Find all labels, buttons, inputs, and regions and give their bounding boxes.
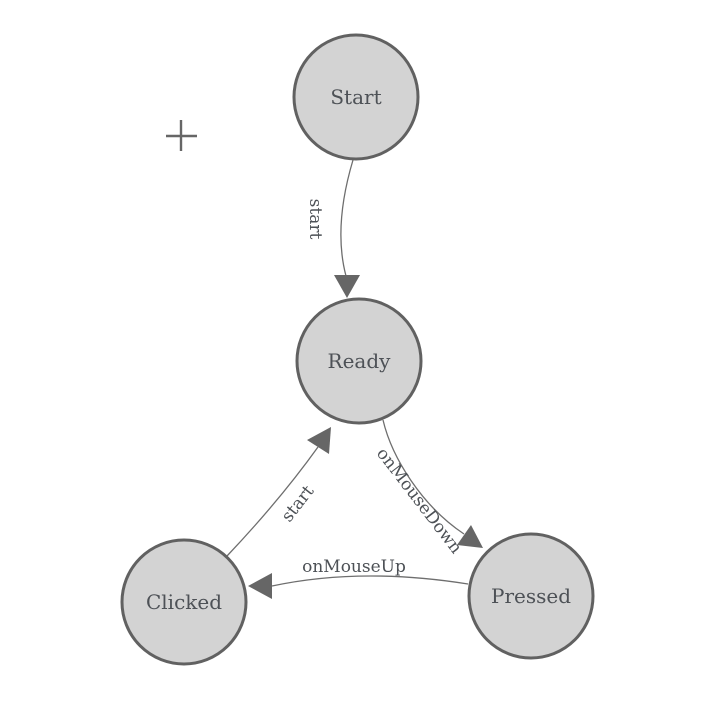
edge-line[interactable] (271, 575, 469, 587)
edge-pressed-to-clicked: onMouseUp (248, 557, 469, 599)
edge-label-start-1: start (305, 199, 325, 240)
edge-label-onmouseup: onMouseUp (302, 557, 406, 577)
state-circle-start[interactable] (292, 33, 420, 161)
arrowhead-icon (248, 573, 272, 599)
arrowhead-icon (307, 427, 331, 454)
state-label-start: Start (330, 85, 381, 109)
state-circle-clicked[interactable] (120, 538, 248, 666)
edge-label-onmousedown: onMouseDown (372, 444, 466, 558)
state-label-clicked: Clicked (146, 590, 222, 614)
state-label-ready: Ready (328, 349, 392, 373)
edge-line[interactable] (340, 159, 354, 277)
crosshair-plus-icon (166, 120, 197, 151)
state-node-clicked: Clicked (120, 538, 248, 666)
edge-start-to-ready: start (305, 159, 360, 298)
edge-ready-to-pressed: onMouseDown (372, 419, 483, 558)
state-node-start: Start (292, 33, 420, 161)
edge-line[interactable] (382, 419, 465, 535)
arrowhead-icon (457, 525, 483, 548)
state-node-ready: Ready (295, 297, 423, 425)
state-node-pressed: Pressed (467, 532, 595, 660)
edge-label-start-2: start (278, 482, 319, 526)
state-circle-ready[interactable] (295, 297, 423, 425)
state-label-pressed: Pressed (491, 584, 571, 608)
edge-line[interactable] (226, 446, 319, 557)
state-circle-pressed[interactable] (467, 532, 595, 660)
arrowhead-icon (334, 275, 360, 298)
edge-clicked-to-ready: start (226, 427, 331, 557)
